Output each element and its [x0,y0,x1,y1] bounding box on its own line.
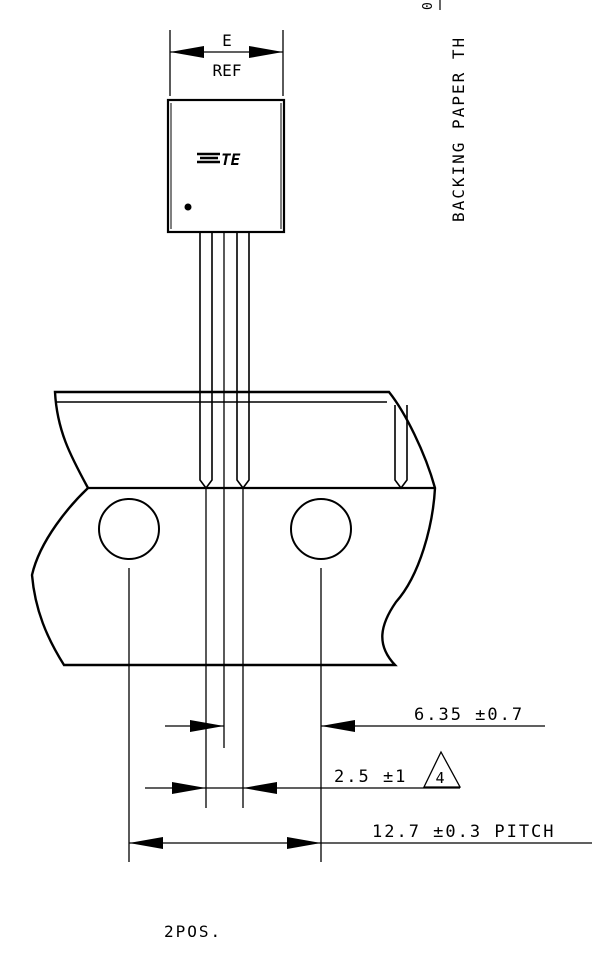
top-ref-dimension: E REF [169,30,284,96]
backing-paper-label: BACKING PAPER TH [449,36,468,222]
note-flag-number: 4 [435,769,444,787]
pin1-dot-icon [184,203,192,211]
te-logo-icon: TE [197,150,241,169]
positions-note: 2POS. [164,922,222,941]
component-body [166,98,286,234]
dimension-2-5: 2.5 ±1 4 [145,750,462,794]
dim-12-7-label: 12.7 ±0.3 PITCH [372,822,556,842]
backing-paper-fraction: 0 [421,2,436,10]
component-leads [199,232,408,490]
dim-e-label: E [222,31,232,50]
dim-ref-label: REF [213,61,242,80]
sprocket-hole-left [98,498,160,560]
sprocket-hole-right [290,498,352,560]
dim-2-5-label: 2.5 ±1 [334,767,407,787]
dimension-6-35: 6.35 ±0.7 [165,705,545,732]
backing-paper-note: BACKING PAPER TH 0 [421,0,468,222]
carrier-tape [30,390,437,667]
dim-6-35-label: 6.35 ±0.7 [414,705,524,725]
arrowhead-left [170,46,204,58]
te-logo-text: TE [221,150,241,169]
extension-lines [128,488,322,862]
dimension-12-7-pitch: 12.7 ±0.3 PITCH [129,822,592,849]
note-flag-triangle-icon [422,750,462,788]
arrowhead-right [249,46,283,58]
